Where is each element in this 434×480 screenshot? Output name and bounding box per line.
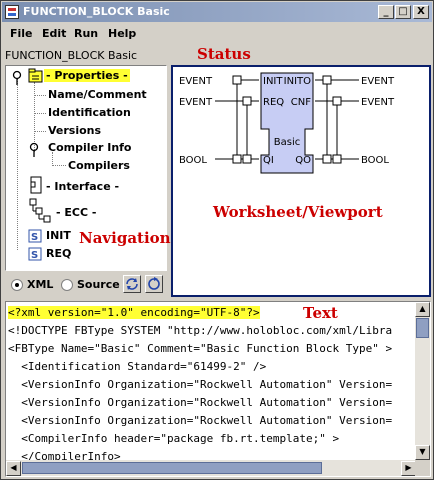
fb-block-name: Basic	[274, 137, 300, 148]
refresh-icon	[126, 278, 138, 290]
output-type-event-1: EVENT	[361, 76, 395, 87]
code-line[interactable]: <?xml version="1.0" encoding="UTF-8"?>	[8, 306, 260, 319]
tree-item-name-comment[interactable]: Name/Comment	[48, 88, 147, 101]
view-mode-bar: XML Source	[5, 273, 167, 297]
code-line[interactable]: <CompilerInfo header="package fb.rt.temp…	[8, 432, 340, 445]
maximize-button[interactable]: □	[395, 5, 411, 19]
app-icon	[5, 5, 19, 19]
tree-item-interface[interactable]: - Interface -	[46, 180, 120, 193]
code-line[interactable]: </CompilerInfo>	[8, 450, 121, 463]
annotation-worksheet: Worksheet/Viewport	[213, 203, 383, 221]
annotation-text: Text	[303, 304, 338, 322]
svg-text:S: S	[31, 250, 38, 261]
minimize-button[interactable]: _	[378, 5, 394, 19]
tree-item-compilers[interactable]: Compilers	[68, 159, 130, 172]
horizontal-scroll-thumb[interactable]	[22, 462, 322, 474]
close-button[interactable]: X	[413, 5, 429, 19]
tree-item-versions[interactable]: Versions	[48, 124, 102, 137]
function-block-diagram[interactable]: INIT REQ QI INITO CNF QO Basic EVENT EVE…	[173, 67, 429, 295]
navigation-tree[interactable]: - Properties - Name/Comment Identificati…	[5, 65, 167, 271]
menu-file[interactable]: File	[10, 27, 33, 40]
output-type-event-2: EVENT	[361, 97, 395, 108]
init-algorithm-icon: S	[28, 229, 42, 243]
code-line[interactable]: <VersionInfo Organization="Rockwell Auto…	[8, 414, 393, 427]
menu-bar: File Edit Run Help	[2, 23, 432, 45]
tree-item-properties[interactable]: - Properties -	[44, 69, 130, 82]
menu-run[interactable]: Run	[74, 27, 99, 40]
menu-help[interactable]: Help	[108, 27, 137, 40]
port-cnf-label: CNF	[291, 97, 311, 108]
annotation-status: Status	[197, 45, 251, 63]
code-line[interactable]: <VersionInfo Organization="Rockwell Auto…	[8, 396, 393, 409]
window-title: FUNCTION_BLOCK Basic	[23, 5, 170, 18]
ecc-icon	[29, 198, 51, 223]
rebuild-button[interactable]	[145, 275, 163, 293]
fb-block-body	[260, 72, 314, 174]
compiler-info-expand-icon[interactable]	[28, 142, 42, 158]
scroll-right-arrow-icon[interactable]: ▶	[401, 461, 416, 476]
input-type-event-2: EVENT	[179, 97, 213, 108]
vertical-scrollbar[interactable]: ▲ ▼	[415, 302, 430, 460]
code-line[interactable]: <FBType Name="Basic" Comment="Basic Func…	[8, 342, 393, 355]
tree-expand-handle-icon[interactable]	[10, 70, 24, 86]
source-radio[interactable]	[61, 279, 73, 291]
scroll-up-arrow-icon[interactable]: ▲	[415, 302, 430, 317]
rebuild-icon	[148, 277, 160, 290]
vertical-scroll-thumb[interactable]	[416, 318, 429, 338]
tree-item-req[interactable]: REQ	[46, 247, 72, 260]
tree-item-identification[interactable]: Identification	[48, 106, 131, 119]
input-type-event-1: EVENT	[179, 76, 213, 87]
port-req-label: REQ	[263, 97, 284, 108]
tree-item-compiler-info[interactable]: Compiler Info	[48, 141, 132, 154]
source-radio-label[interactable]: Source	[77, 278, 120, 291]
annotation-navigation: Navigation	[79, 229, 171, 247]
status-text: FUNCTION_BLOCK Basic	[5, 49, 138, 62]
tree-item-ecc[interactable]: - ECC -	[56, 206, 97, 219]
req-algorithm-icon: S	[28, 247, 42, 261]
refresh-button[interactable]	[123, 275, 141, 293]
code-line[interactable]: <VersionInfo Organization="Rockwell Auto…	[8, 378, 393, 391]
code-line[interactable]: <Identification Standard="61499-2" />	[8, 360, 267, 373]
xml-text-editor[interactable]: <?xml version="1.0" encoding="UTF-8"?> <…	[5, 301, 431, 477]
output-type-bool: BOOL	[361, 155, 389, 166]
xml-radio-label[interactable]: XML	[27, 278, 54, 291]
scroll-left-arrow-icon[interactable]: ◀	[6, 461, 21, 476]
tree-item-init[interactable]: INIT	[46, 229, 71, 242]
scroll-corner	[415, 460, 430, 476]
horizontal-scrollbar[interactable]: ◀ ▶	[6, 460, 416, 476]
interface-icon	[30, 176, 42, 194]
svg-text:S: S	[31, 232, 38, 243]
scroll-down-arrow-icon[interactable]: ▼	[415, 445, 430, 460]
code-line[interactable]: <!DOCTYPE FBType SYSTEM "http://www.holo…	[8, 324, 393, 337]
port-init-label: INIT	[263, 76, 283, 87]
title-bar[interactable]: FUNCTION_BLOCK Basic _ □ X	[2, 2, 432, 22]
properties-folder-icon	[28, 68, 43, 83]
menu-edit[interactable]: Edit	[42, 27, 67, 40]
port-inito-label: INITO	[284, 76, 311, 87]
input-type-bool: BOOL	[179, 155, 207, 166]
xml-radio[interactable]	[11, 279, 23, 291]
port-qo-label: QO	[295, 155, 311, 166]
worksheet-viewport[interactable]: INIT REQ QI INITO CNF QO Basic EVENT EVE…	[171, 65, 431, 297]
port-qi-label: QI	[263, 155, 274, 166]
